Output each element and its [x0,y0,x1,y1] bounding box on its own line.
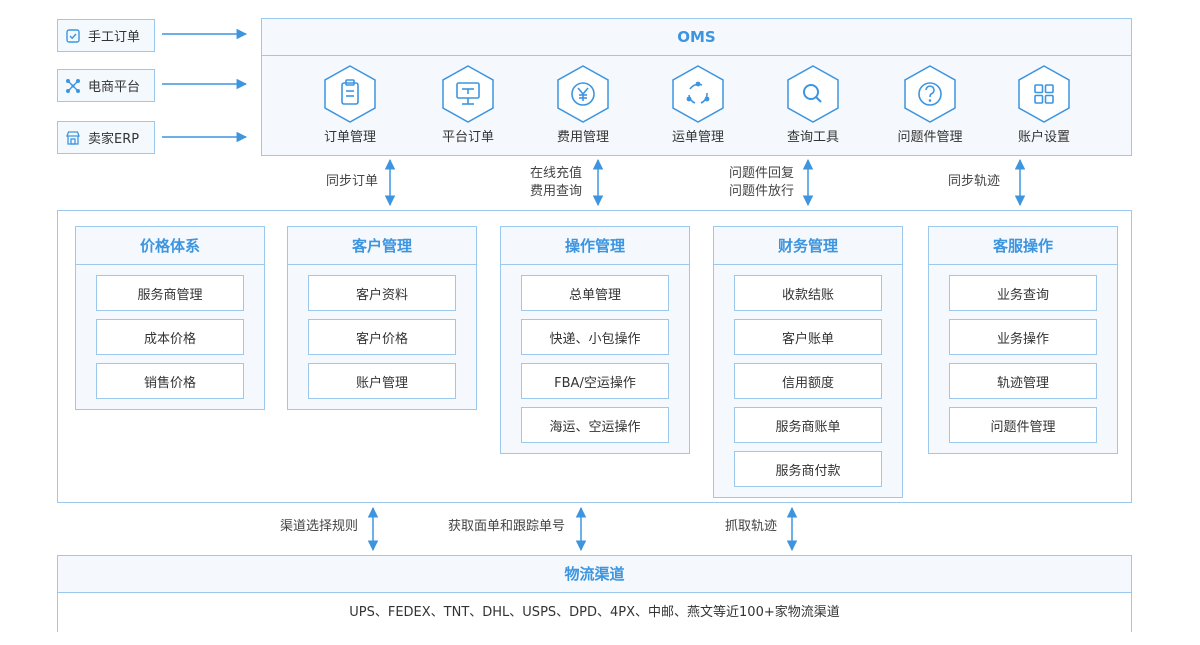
column-title: 客户管理 [288,227,476,265]
column-title: 操作管理 [501,227,689,265]
item-problem-management[interactable]: 问题件管理 [949,407,1097,443]
carrier-list: UPS、FEDEX、TNT、DHL、USPS、DPD、4PX、中邮、燕文等近10… [58,593,1131,632]
link-label-tracking: 获取面单和跟踪单号 [448,519,566,534]
module-order-management[interactable]: 订单管理 [300,64,400,145]
module-platform-order[interactable]: 平台订单 [418,64,518,145]
network-icon [64,77,82,95]
module-label: 费用管理 [556,130,609,145]
item-sea-air[interactable]: 海运、空运操作 [521,407,669,443]
item-collection-settlement[interactable]: 收款结账 [734,275,882,311]
yen-icon [557,65,609,123]
link-problem-reply: 问题件回复 问题件放行 [729,165,794,201]
link-text: 费用查询 [530,184,583,199]
column-title: 财务管理 [714,227,902,265]
item-cost-price[interactable]: 成本价格 [96,319,244,355]
link-fetch-track: 抓取轨迹 [725,519,778,534]
question-icon [904,65,956,123]
column-operations: 操作管理 总单管理 快递、小包操作 FBA/空运操作 海运、空运操作 [500,226,690,454]
item-business-query[interactable]: 业务查询 [949,275,1097,311]
link-sync-order: 同步订单 [326,173,378,191]
module-label: 平台订单 [441,130,494,145]
clipboard-icon [324,65,376,123]
link-channel-rule: 渠道选择规则 [280,519,359,534]
item-provider-bill[interactable]: 服务商账单 [734,407,882,443]
item-customer-bill[interactable]: 客户账单 [734,319,882,355]
logistics-panel: 物流渠道 UPS、FEDEX、TNT、DHL、USPS、DPD、4PX、中邮、燕… [57,555,1132,632]
column-finance: 财务管理 收款结账 客户账单 信用额度 服务商账单 服务商付款 [713,226,903,498]
link-text: 同步订单 [326,174,379,189]
module-label: 查询工具 [786,130,839,145]
item-track-management[interactable]: 轨迹管理 [949,363,1097,399]
module-account-settings[interactable]: 账户设置 [994,64,1094,145]
link-text: 问题件回复 [729,166,795,181]
item-express-parcel[interactable]: 快递、小包操作 [521,319,669,355]
cycle-icon [672,65,724,123]
item-sales-price[interactable]: 销售价格 [96,363,244,399]
column-title: 价格体系 [76,227,264,265]
module-query-tool[interactable]: 查询工具 [763,64,863,145]
search-icon [787,65,839,123]
module-label: 订单管理 [323,130,376,145]
item-fba-air[interactable]: FBA/空运操作 [521,363,669,399]
link-sync-track: 同步轨迹 [948,173,1000,191]
item-customer-profile[interactable]: 客户资料 [308,275,456,311]
column-customer-service: 客服操作 业务查询 业务操作 轨迹管理 问题件管理 [928,226,1118,454]
logistics-title: 物流渠道 [58,556,1131,593]
link-recharge-query: 在线充值 费用查询 [530,165,582,201]
column-pricing: 价格体系 服务商管理 成本价格 销售价格 [75,226,265,410]
link-text: 同步轨迹 [948,174,1001,189]
module-problem-management[interactable]: 问题件管理 [880,64,980,145]
oms-title: OMS [262,19,1131,56]
item-business-operation[interactable]: 业务操作 [949,319,1097,355]
module-fee-management[interactable]: 费用管理 [533,64,633,145]
grid-icon [1018,65,1070,123]
source-manual-order[interactable]: 手工订单 [57,19,155,52]
module-waybill-management[interactable]: 运单管理 [648,64,748,145]
column-title: 客服操作 [929,227,1117,265]
monitor-icon [442,65,494,123]
link-text: 问题件放行 [729,184,795,199]
item-customer-price[interactable]: 客户价格 [308,319,456,355]
source-label: 手工订单 [88,30,141,45]
item-account-management[interactable]: 账户管理 [308,363,456,399]
checklist-icon [64,27,82,45]
module-label: 问题件管理 [897,130,963,145]
link-text: 在线充值 [530,166,583,181]
item-credit-limit[interactable]: 信用额度 [734,363,882,399]
source-label: 电商平台 [88,80,141,95]
source-erp[interactable]: 卖家ERP [57,121,155,154]
column-customer: 客户管理 客户资料 客户价格 账户管理 [287,226,477,410]
source-ecommerce[interactable]: 电商平台 [57,69,155,102]
module-label: 账户设置 [1017,130,1070,145]
item-provider-payment[interactable]: 服务商付款 [734,451,882,487]
module-label: 运单管理 [671,130,724,145]
item-master-order[interactable]: 总单管理 [521,275,669,311]
store-icon [64,129,82,147]
source-label: 卖家ERP [88,132,140,147]
item-provider-management[interactable]: 服务商管理 [96,275,244,311]
